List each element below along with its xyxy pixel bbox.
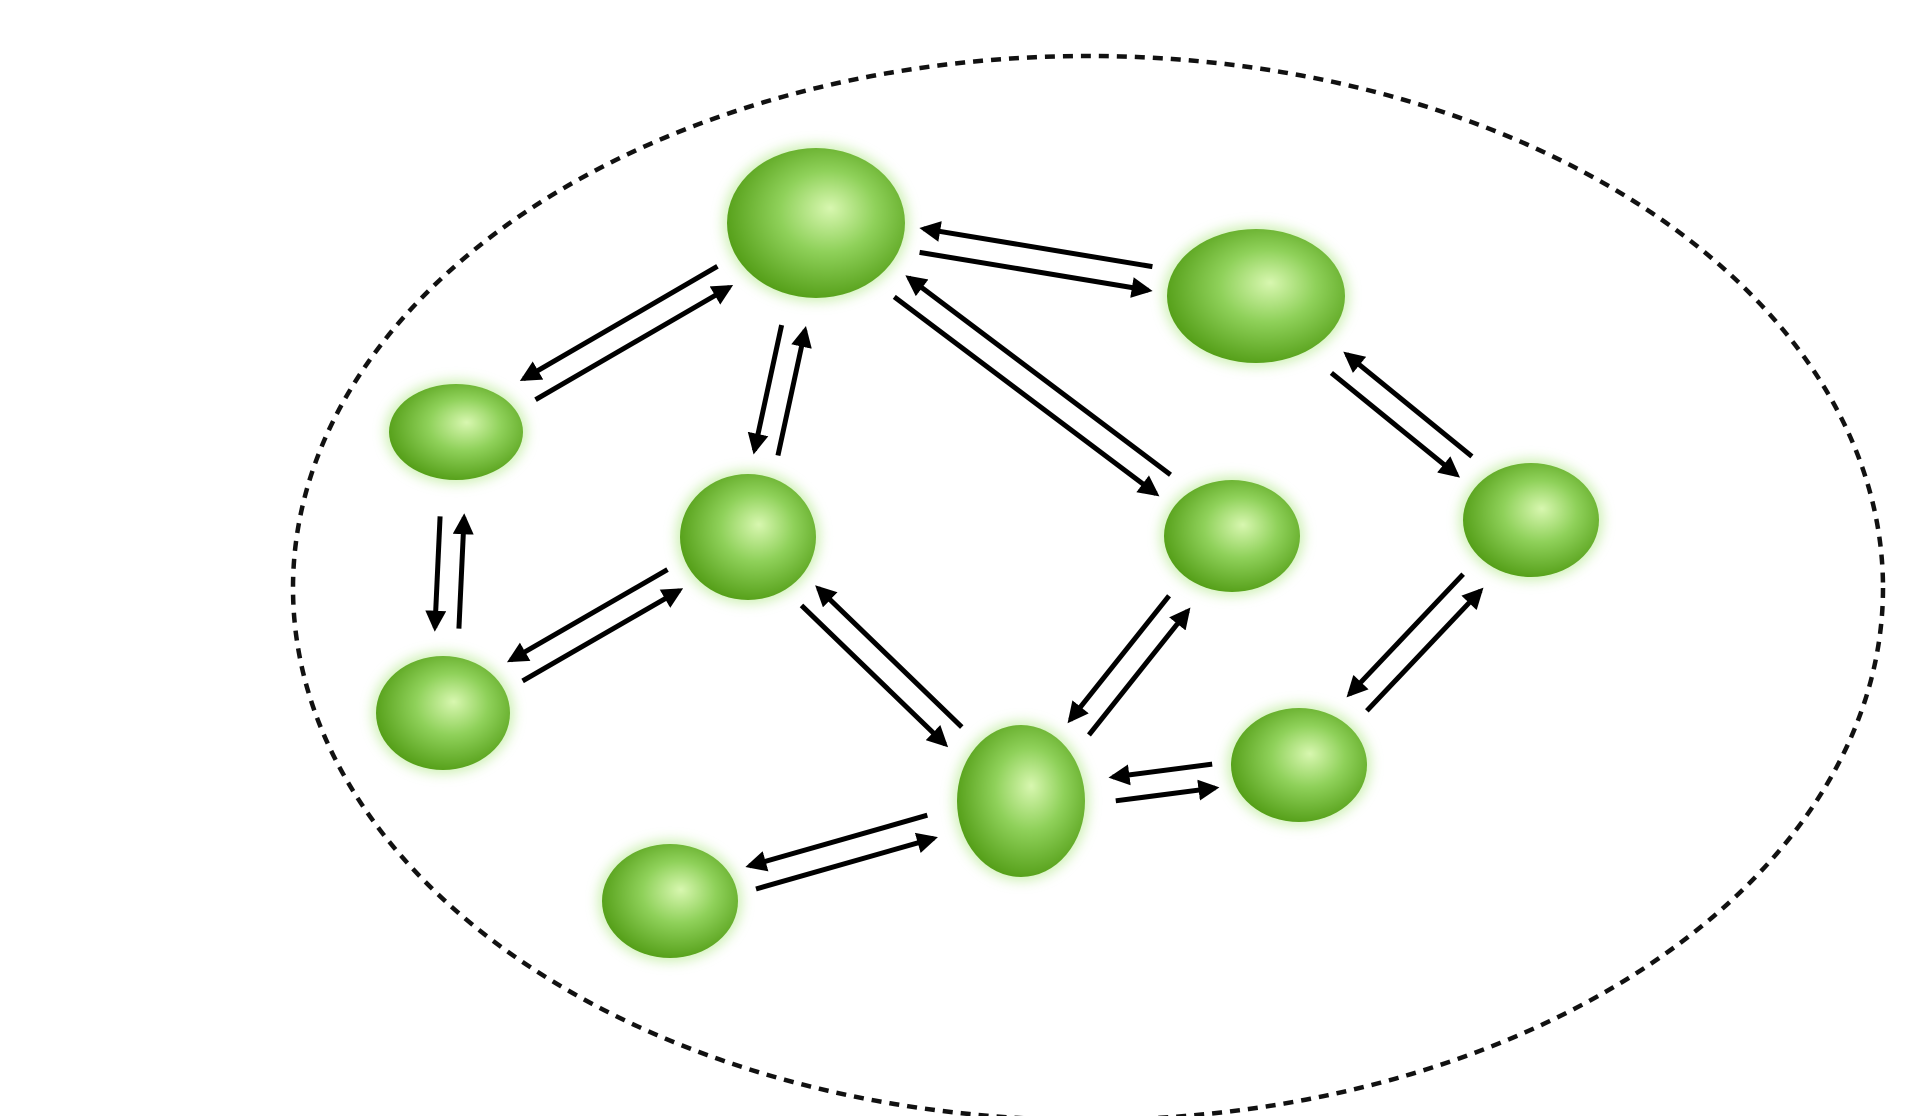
node-body: [602, 844, 738, 958]
reversible-arrow-pair: [747, 324, 812, 457]
reverse-arrow: [905, 275, 1172, 477]
node-body: [1167, 229, 1345, 363]
forward-arrow: [1329, 370, 1460, 478]
reaction-arrows: [425, 221, 1484, 892]
reverse-arrow: [745, 812, 928, 872]
reversible-arrow-pair: [1108, 761, 1220, 804]
forward-arrow: [919, 249, 1153, 298]
node-center-right: [1160, 476, 1304, 596]
reverse-arrow: [815, 585, 964, 729]
forward-arrow: [892, 294, 1160, 497]
forward-arrow: [1086, 607, 1191, 737]
forward-arrow: [425, 516, 447, 632]
node-bottom-center: [953, 721, 1089, 881]
node-top-center: [723, 144, 909, 302]
node-left-lower: [372, 652, 514, 774]
particle-nodes: [372, 144, 1603, 962]
reversible-arrow-pair: [892, 275, 1172, 497]
reverse-arrow: [919, 221, 1153, 270]
forward-arrow: [755, 832, 938, 892]
reverse-arrow: [1343, 351, 1474, 459]
forward-arrow: [775, 326, 812, 457]
boundary-ellipse: [290, 53, 1886, 1116]
reverse-arrow: [1108, 761, 1213, 786]
reversible-arrow-pair: [519, 264, 734, 402]
node-bottom-left: [598, 840, 742, 962]
reverse-arrow: [506, 567, 669, 663]
forward-arrow: [521, 588, 684, 684]
node-body: [957, 725, 1085, 877]
reversible-arrow-pair: [1346, 572, 1484, 713]
reversible-arrow-pair: [1329, 351, 1474, 478]
reverse-arrow: [747, 324, 785, 455]
reversible-arrow-pair: [506, 567, 684, 684]
node-bottom-right: [1227, 704, 1371, 826]
node-top-right: [1163, 225, 1349, 367]
forward-arrow: [799, 603, 949, 748]
forward-arrow: [534, 284, 734, 402]
node-right: [1459, 459, 1603, 581]
reverse-arrow: [1067, 594, 1171, 724]
node-body: [1164, 480, 1300, 592]
reverse-arrow: [519, 264, 719, 382]
node-center-left: [676, 470, 820, 604]
reversible-arrow-pair: [919, 221, 1153, 298]
node-body: [1231, 708, 1367, 822]
forward-arrow: [1365, 587, 1484, 713]
node-body: [680, 474, 816, 600]
node-body: [389, 384, 523, 480]
reversible-arrow-pair: [745, 812, 938, 892]
reversible-arrow-pair: [799, 585, 964, 748]
node-left-upper: [385, 380, 527, 484]
reversible-arrow-pair: [425, 513, 474, 632]
reverse-arrow: [1346, 572, 1465, 698]
reverse-arrow: [452, 513, 474, 629]
forward-arrow: [1115, 779, 1220, 804]
node-body: [727, 148, 905, 298]
node-body: [1463, 463, 1599, 577]
node-body: [376, 656, 510, 770]
dotted-boundary-ellipse: [290, 53, 1886, 1116]
reversible-arrow-pair: [1067, 594, 1191, 737]
